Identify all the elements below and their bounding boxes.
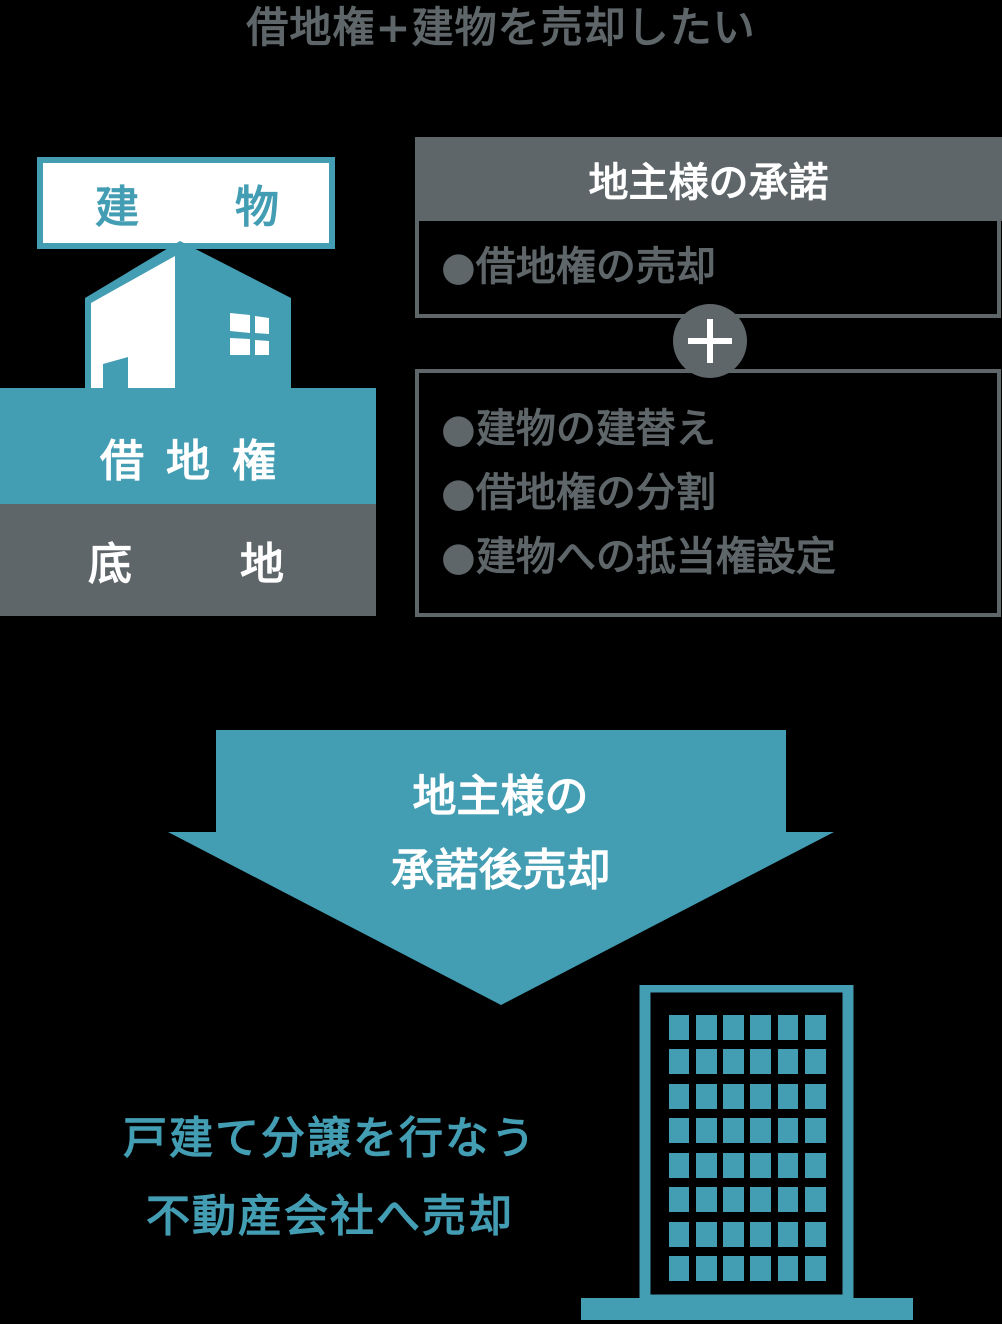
arrow-label-line-1: 地主様の	[412, 771, 589, 822]
result-label-line-2: 不動産会社へ売却	[146, 1191, 514, 1242]
land-label-char-1: 底	[88, 539, 132, 590]
land-label-char-2: 地	[240, 539, 284, 590]
consent-item-rebuild: ●建物の建替え	[441, 406, 716, 452]
building-label-char-1: 建	[95, 182, 139, 233]
consent-item-split: ●借地権の分割	[441, 470, 716, 516]
building-label-char-2: 物	[235, 182, 279, 233]
house-icon	[85, 241, 291, 390]
consent-item-sale: ●借地権の売却	[441, 244, 716, 290]
office-building-icon	[581, 985, 913, 1320]
consent-item-mortgage: ●建物への抵当権設定	[441, 534, 836, 580]
down-arrow-icon	[168, 730, 834, 1005]
arrow-label: 地主様の 承諾後売却	[168, 760, 833, 908]
leasehold-layer: 借地権	[0, 388, 376, 504]
consent-secondary-box: ●建物の建替え ●借地権の分割 ●建物への抵当権設定	[415, 369, 1001, 617]
result-label: 戸建て分譲を行なう 不動産会社へ売却	[60, 1100, 600, 1256]
land-layer: 底 地	[0, 504, 376, 616]
arrow-label-line-2: 承諾後売却	[390, 845, 611, 896]
consent-header: 地主様の承諾	[415, 137, 1002, 221]
page-title: 借地権+建物を売却したい	[246, 3, 756, 52]
plus-icon	[673, 304, 747, 378]
building-label-box: 建 物	[37, 157, 335, 249]
result-label-line-1: 戸建て分譲を行なう	[123, 1113, 537, 1164]
